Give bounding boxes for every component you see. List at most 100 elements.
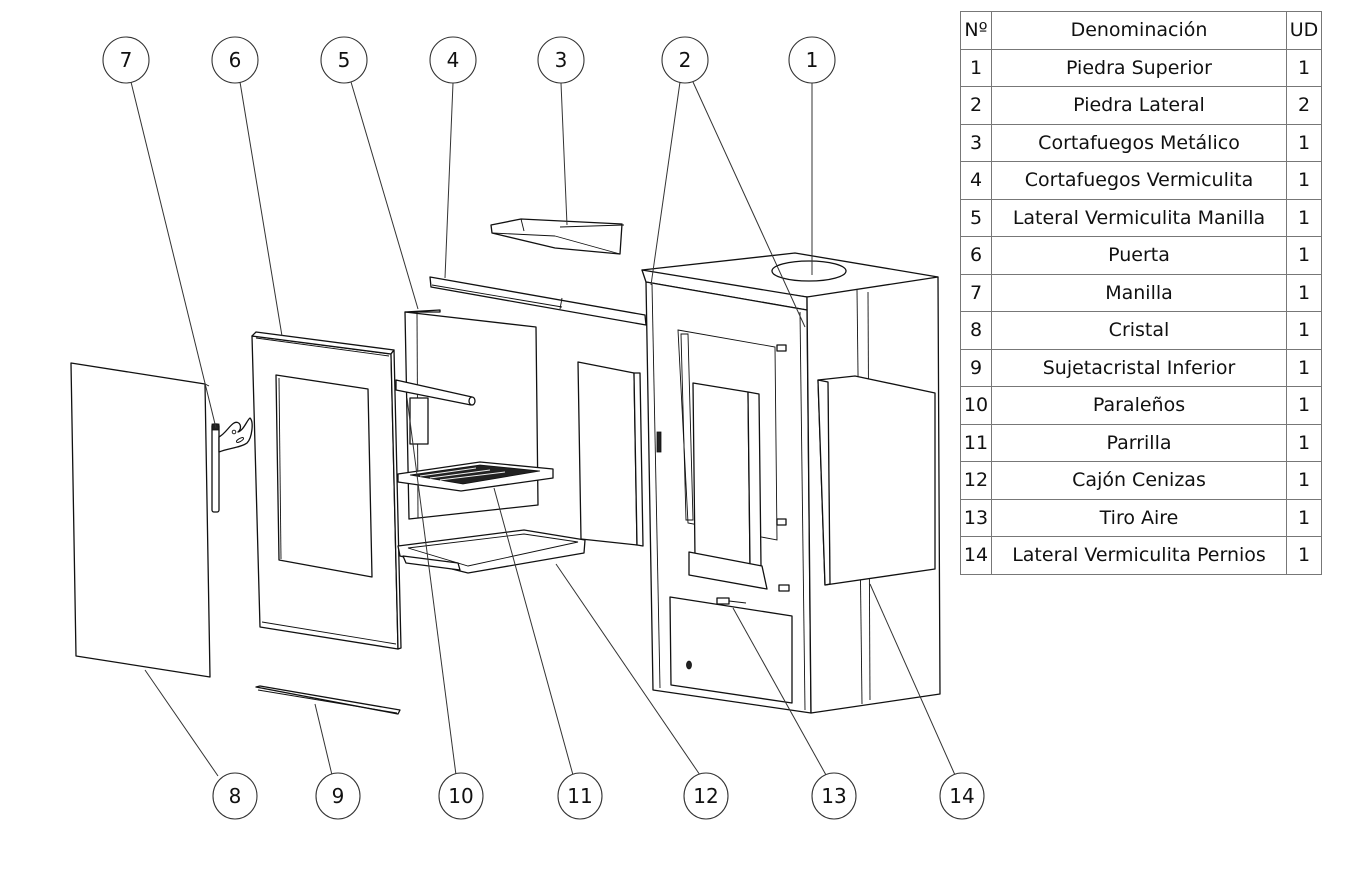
bom-cell-number: 7 [960,273,992,312]
leader-13 [732,607,827,776]
bom-cell-qty: 1 [1286,461,1322,500]
balloon-9[interactable]: 9 [315,772,361,820]
bom-cell-qty: 1 [1286,498,1322,537]
bom-cell-number: 3 [960,123,992,162]
bom-cell-name: Lateral Vermiculita Pernios [991,536,1287,575]
svg-text:14: 14 [949,784,974,808]
part-stove-body [641,252,941,714]
part-parrilla [397,461,554,492]
bom-cell-number: 6 [960,236,992,275]
bom-cell-qty: 1 [1286,348,1322,387]
balloon-10[interactable]: 10 [438,772,484,820]
part-cajon-cenizas [397,529,586,574]
balloon-12[interactable]: 12 [683,772,729,820]
balloon-5[interactable]: 5 [320,36,368,84]
balloons-top: 7 6 5 4 3 2 1 [102,36,836,84]
bom-cell-qty: 1 [1286,386,1322,425]
leader-5 [350,81,419,310]
bom-cell-qty: 1 [1286,273,1322,312]
leader-12 [555,563,701,776]
balloon-3[interactable]: 3 [537,36,585,84]
bom-cell-qty: 1 [1286,311,1322,350]
bom-cell-name: Cristal [991,311,1287,350]
balloon-6[interactable]: 6 [211,36,259,84]
part-lateral-vermiculita-panel [577,361,644,547]
bom-cell-name: Parrilla [991,423,1287,462]
leader-9 [314,703,333,776]
bom-cell-name: Piedra Lateral [991,86,1287,125]
leader-14 [869,583,956,776]
bom-cell-number: 9 [960,348,992,387]
header-number: Nº [960,11,992,50]
svg-text:2: 2 [679,48,692,72]
bom-cell-qty: 1 [1286,198,1322,237]
leader-lines [130,81,956,777]
part-cortafuegos-vermiculita [429,276,647,326]
part-manilla [211,417,253,513]
bom-cell-number: 1 [960,48,992,87]
bom-cell-qty: 2 [1286,86,1322,125]
header-name: Denominación [991,11,1287,50]
bom-cell-number: 2 [960,86,992,125]
bom-cell-number: 10 [960,386,992,425]
part-puerta [251,331,402,650]
bom-cell-qty: 1 [1286,236,1322,275]
bom-cell-number: 8 [960,311,992,350]
svg-text:13: 13 [821,784,846,808]
svg-text:12: 12 [693,784,718,808]
bom-cell-qty: 1 [1286,123,1322,162]
leader-3 [560,82,568,226]
svg-text:10: 10 [448,784,473,808]
svg-text:6: 6 [229,48,242,72]
part-cristal [70,362,211,678]
balloon-14[interactable]: 14 [939,772,985,820]
bom-cell-number: 12 [960,461,992,500]
svg-text:3: 3 [555,48,568,72]
bom-cell-name: Cortafuegos Metálico [991,123,1287,162]
balloon-8[interactable]: 8 [212,772,258,820]
bom-cell-name: Lateral Vermiculita Manilla [991,198,1287,237]
svg-text:7: 7 [120,48,133,72]
bom-cell-name: Tiro Aire [991,498,1287,537]
svg-text:9: 9 [332,784,345,808]
bom-cell-name: Piedra Superior [991,48,1287,87]
balloon-4[interactable]: 4 [429,36,477,84]
bom-cell-name: Puerta [991,236,1287,275]
balloon-11[interactable]: 11 [557,772,603,820]
balloons-bottom: 8 9 10 11 12 13 14 [212,772,985,820]
bom-cell-qty: 1 [1286,536,1322,575]
balloon-2[interactable]: 2 [661,36,709,84]
leader-7 [130,81,217,429]
balloon-7[interactable]: 7 [102,36,150,84]
balloon-13[interactable]: 13 [811,772,857,820]
svg-text:11: 11 [567,784,592,808]
leader-2b [692,81,806,328]
bom-cell-number: 11 [960,423,992,462]
bom-cell-qty: 1 [1286,423,1322,462]
leader-10 [406,397,457,776]
leader-4 [444,82,454,279]
bom-cell-qty: 1 [1286,48,1322,87]
svg-text:8: 8 [229,784,242,808]
balloon-1[interactable]: 1 [788,36,836,84]
bom-cell-qty: 1 [1286,161,1322,200]
bom-cell-name: Cajón Cenizas [991,461,1287,500]
svg-text:5: 5 [338,48,351,72]
leader-6 [239,81,283,337]
bom-cell-name: Sujetacristal Inferior [991,348,1287,387]
part-paralenos [395,379,476,406]
